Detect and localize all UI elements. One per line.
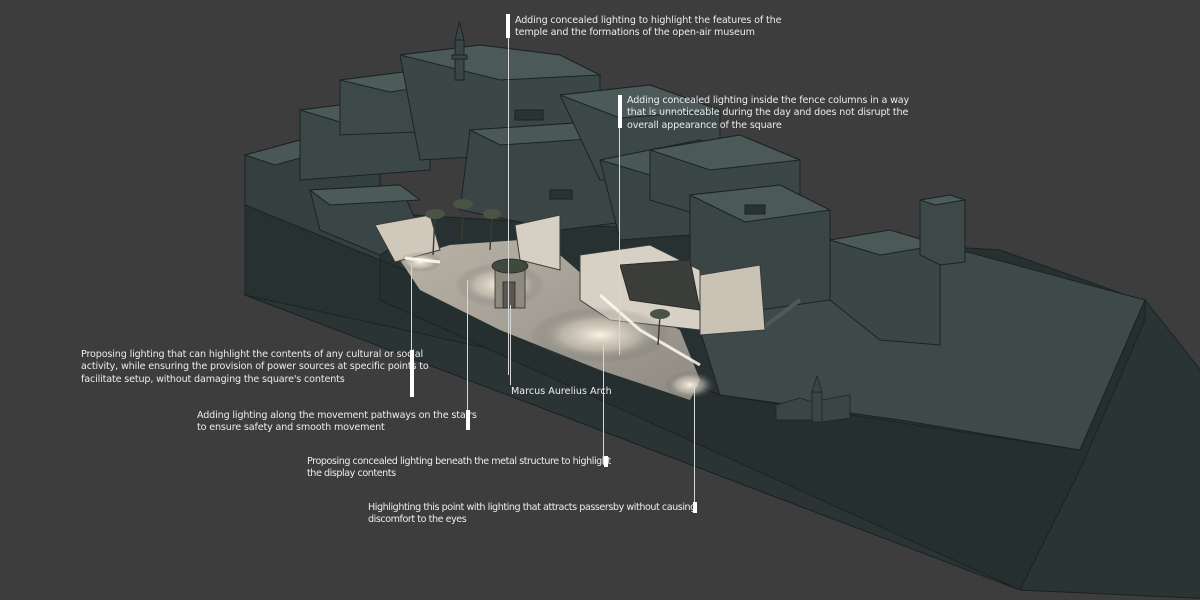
leader-line-metal-structure: [603, 345, 604, 465]
annotation-text: Proposing lighting that can highlight th…: [81, 349, 424, 360]
lit-plaza: [374, 199, 766, 400]
annotation-marker-bar: [506, 14, 510, 38]
leader-line-fence-columns: [619, 95, 620, 355]
annotation-text: overall appearance of the square: [627, 119, 782, 131]
annotation-text: temple and the formations of the open-ai…: [515, 27, 755, 39]
annotation-text: Adding concealed lighting to highlight t…: [515, 15, 782, 26]
annotation-text: activity, while ensuring the provision o…: [81, 361, 429, 373]
annotation-text: discomfort to the eyes: [368, 514, 467, 526]
building-cluster-left: [243, 69, 471, 261]
leader-line-cultural-activity: [411, 265, 412, 395]
leader-line-passersby: [694, 385, 695, 510]
annotation-text: that is unnoticeable during the day and …: [627, 107, 909, 119]
annotation-text: Proposing concealed lighting beneath the…: [307, 456, 611, 467]
palm-trees: [432, 204, 661, 346]
annotation-marker-bar: [618, 95, 622, 128]
annotation-text: facilitate setup, without damaging the s…: [81, 373, 345, 385]
annotation-text: Highlighting this point with lighting th…: [368, 502, 696, 513]
annotation-text: to ensure safety and smooth movement: [197, 422, 385, 434]
annotation-marker-bar: [466, 410, 470, 430]
leader-line-temple: [508, 15, 509, 375]
marcus-aurelius-arch-model: [491, 258, 529, 309]
annotation-marker-bar: [693, 502, 697, 513]
annotation-marker-bar: [410, 350, 414, 397]
church-model: [775, 374, 851, 423]
annotation-temple: Adding concealed lighting to highlight t…: [515, 15, 781, 40]
annotation-stairs: Adding lighting along the movement pathw…: [197, 410, 477, 435]
annotation-text: Adding lighting along the movement pathw…: [197, 410, 477, 421]
annotation-marker-bar: [604, 456, 608, 467]
leader-line-stairs: [467, 280, 468, 430]
leader-line-arch: [510, 305, 511, 385]
minaret: [451, 21, 468, 81]
annotation-text: the display contents: [307, 468, 396, 480]
annotation-passersby: Highlighting this point with lighting th…: [368, 502, 696, 527]
building-cluster-right: [649, 134, 966, 346]
annotation-fence-columns: Adding concealed lighting inside the fen…: [627, 95, 909, 132]
annotation-metal-structure: Proposing concealed lighting beneath the…: [307, 456, 611, 481]
annotation-text: Adding concealed lighting inside the fen…: [627, 95, 910, 106]
annotation-cultural-activity: Proposing lighting that can highlight th…: [81, 349, 429, 386]
landmark-label-marcus-aurelius-arch: Marcus Aurelius Arch: [511, 386, 612, 397]
